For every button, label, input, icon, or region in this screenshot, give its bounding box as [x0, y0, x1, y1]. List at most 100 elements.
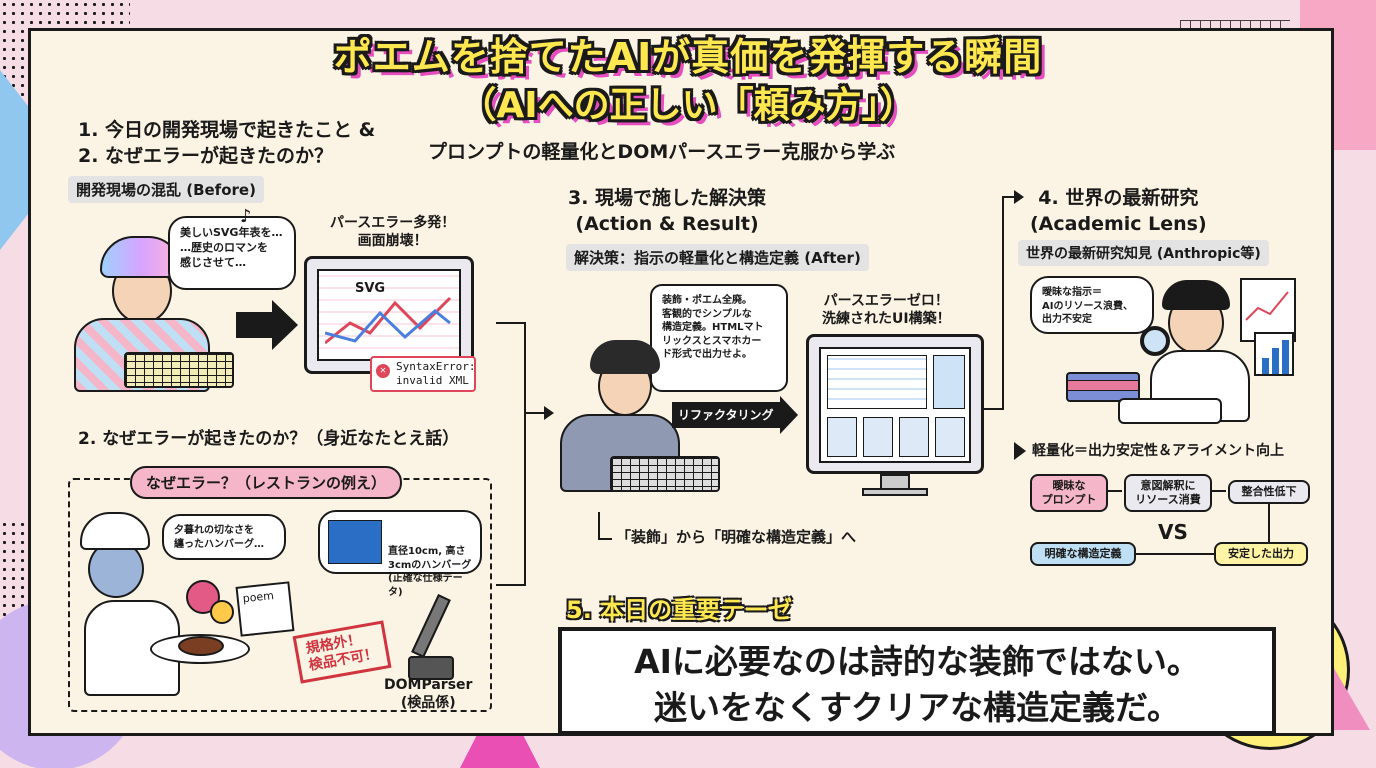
page-title: ポエムを捨てたAIが真価を発揮する瞬間 [333, 35, 1043, 79]
bar [1272, 348, 1279, 374]
flow-arrow [1268, 504, 1270, 542]
note-connector [598, 538, 612, 540]
section1-heading: 1. 今日の開発現場で起きたこと & 2. なぜエラーが起きたのか？ [78, 118, 375, 169]
error-text-line2: invalid XML [396, 374, 469, 388]
vs-label: VS [1158, 520, 1188, 544]
error-text-line1: SyntaxError: [396, 360, 476, 373]
bar [1262, 358, 1269, 374]
connector-line [496, 584, 526, 586]
section1-heading-line2: 2. なぜエラーが起きたのか？ [78, 144, 334, 167]
error-dialog: ✕ SyntaxError: invalid XML [370, 356, 476, 392]
section1-tag: 開発現場の混乱 (Before) [68, 176, 264, 203]
broken-chart-icon [325, 296, 452, 345]
section5-heading: 5. 本日の重要テーゼ [566, 596, 793, 624]
page-title-sub: （AIへの正しい「頼み方」） [460, 85, 916, 126]
researcher-speech-bubble: 曖昧な指示＝ AIのリソース浪費、 出力不安定 [1030, 276, 1154, 334]
clear-structure-box: 明確な構造定義 [1030, 542, 1136, 566]
poem-paper-icon: poem [235, 581, 295, 637]
svg-label: SVG [355, 281, 386, 296]
developer-thought-bubble: 美しいSVG年表を… …歴史のロマンを 感じさせて… [168, 216, 296, 290]
section3-tag: 解決策：指示の軽量化と構造定義 (After) [566, 244, 869, 271]
refactor-arrow: リファクタリング [672, 402, 782, 428]
flower-icon-2 [210, 600, 234, 624]
section1-heading-line1: 1. 今日の開発現場で起きたこと & [78, 119, 376, 141]
ui-card [899, 417, 929, 457]
section4-tag: 世界の最新研究知見 (Anthropic等) [1018, 240, 1269, 266]
magnifier-icon [1140, 326, 1170, 356]
poem-label: poem [242, 589, 275, 606]
research-conclusion: 軽量化＝出力安定性＆アライメント向上 [1032, 443, 1284, 459]
page-subtitle: プロンプトの軽量化とDOMパースエラー克服から学ぶ [428, 141, 896, 163]
resource-waste-box: 意図解釈に リソース消費 [1124, 474, 1212, 512]
connector-line [496, 322, 524, 324]
error-icon: ✕ [376, 364, 390, 378]
thesis-line2: 迷いをなくすクリアな構造定義だ。 [653, 688, 1181, 728]
flow-arrow [1212, 490, 1226, 492]
error-caption: パースエラー多発！ 画面崩壊！ [330, 214, 455, 250]
section3-heading-line1: 3. 現場で施した解決策 [568, 187, 767, 209]
ui-side-card [933, 355, 965, 409]
spec-text: 直径10cm, 高さ 3cmのハンバーグ (正確な仕様データ) [388, 546, 472, 598]
bar [1282, 340, 1289, 374]
blueprint-icon [328, 520, 382, 564]
robot-arm-base [408, 656, 454, 680]
flow-arrow [1108, 490, 1122, 492]
broken-screen [317, 269, 461, 361]
keyboard-icon-2 [610, 456, 720, 492]
researcher-hair [1162, 280, 1230, 310]
ui-card [935, 417, 965, 457]
success-caption-line2: 洗練されたUI構築！ [822, 311, 951, 328]
robot-label-line2: (検品係) [400, 695, 456, 712]
clean-monitor [806, 334, 984, 474]
flow-arrow [1136, 553, 1214, 555]
connector-arrow-icon [1014, 190, 1024, 204]
note-connector [598, 512, 600, 540]
robot-label-line1: DOMParser [384, 677, 473, 693]
robot-arm-icon [380, 594, 476, 682]
right-arrow-icon [236, 312, 276, 338]
vague-prompt-box: 曖昧な プロンプト [1030, 474, 1108, 512]
clean-screen [819, 347, 971, 463]
connector-line [524, 412, 546, 414]
error-caption-line1: パースエラー多発！ [330, 215, 456, 231]
line-chart-icon [1245, 291, 1289, 321]
connector-line [984, 408, 1004, 410]
thesis-line1: AIに必要なのは詩的な装飾ではない。 [634, 642, 1200, 681]
section3-heading: 3. 現場で施した解決策 (Action & Result) [568, 186, 766, 237]
section2-heading: 2. なぜエラーが起きたのか？（身近なたとえ話） [78, 429, 460, 449]
error-caption-line2: 画面崩壊！ [357, 233, 428, 250]
connector-line [1002, 196, 1004, 410]
connector-arrow-icon [544, 406, 554, 420]
spec-speech-bubble: 直径10cm, 高さ 3cmのハンバーグ (正確な仕様データ) [318, 510, 482, 598]
bar-chart-document-icon [1254, 332, 1294, 376]
consistency-drop-box: 整合性低下 [1228, 480, 1310, 504]
keyboard-icon [124, 352, 234, 388]
section4-heading-line2: (Academic Lens) [1030, 212, 1207, 235]
chef-speech-bubble: 夕暮れの切なさを 纏ったハンバーグ… [162, 514, 286, 560]
stable-output-box: 安定した出力 [1214, 542, 1308, 566]
music-note-icon: ♪ [240, 206, 252, 227]
section3-heading-line2: (Action & Result) [575, 212, 759, 235]
ui-card [827, 417, 857, 457]
success-caption: パースエラーゼロ！ 洗練されたUI構築！ [822, 292, 951, 328]
section4-heading-line1: 4. 世界の最新研究 [1038, 187, 1199, 209]
books-icon [1066, 372, 1140, 402]
broken-monitor: SVG [304, 256, 474, 374]
ui-card [863, 417, 893, 457]
ui-table [827, 355, 927, 409]
open-book-icon [1118, 398, 1222, 424]
right-arrow-head [272, 300, 298, 350]
thesis-box: AIに必要なのは詩的な装飾ではない。 迷いをなくすクリアな構造定義だ。 [558, 627, 1276, 735]
refactor-arrow-head [780, 396, 798, 434]
hamburger-steak-icon [178, 636, 224, 656]
section4-heading: 4. 世界の最新研究 (Academic Lens) [1030, 186, 1207, 237]
monitor-base [862, 488, 928, 496]
transition-note: 「装飾」から「明確な構造定義」へ [616, 528, 857, 546]
success-caption-line1: パースエラーゼロ！ [823, 293, 949, 309]
robot-label: DOMParser (検品係) [384, 676, 472, 712]
play-icon [1014, 442, 1026, 460]
chart-document-icon [1240, 278, 1296, 342]
developer2-hair [590, 340, 660, 374]
restaurant-frame-title: なぜエラー？（レストランの例え） [130, 466, 403, 499]
connector-line [524, 322, 526, 584]
